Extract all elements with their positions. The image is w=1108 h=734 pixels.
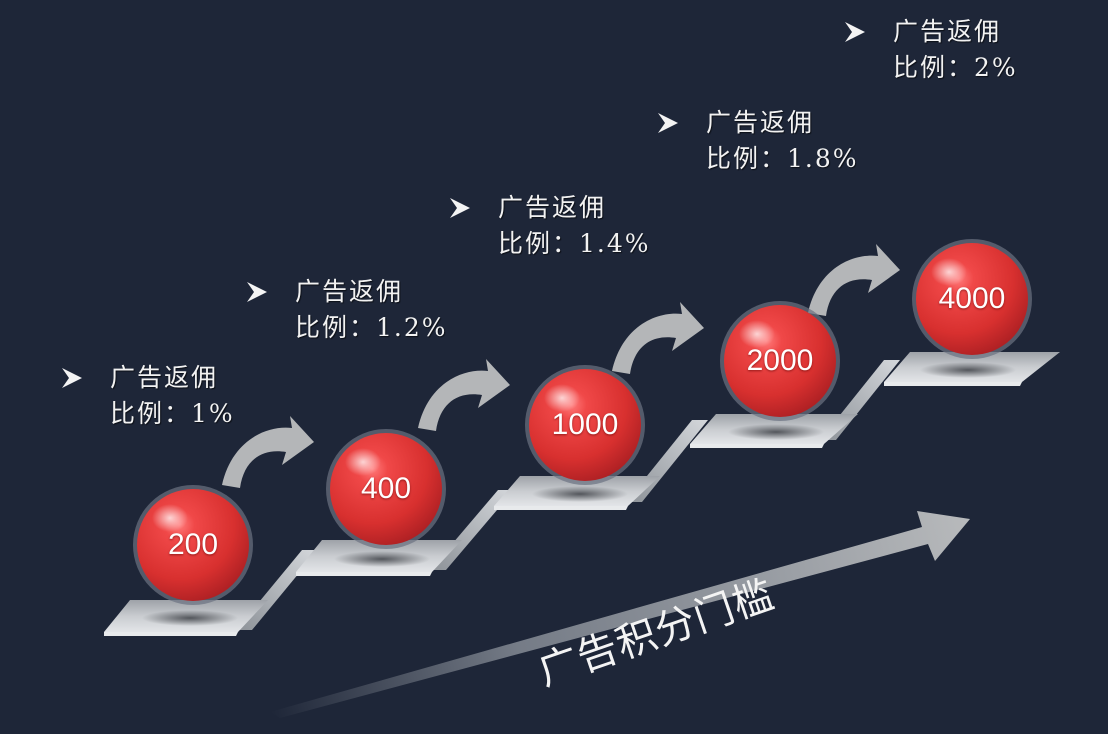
sphere-200 bbox=[133, 485, 253, 605]
label-title: 广告返佣 bbox=[110, 363, 219, 392]
threshold-value: 1000 bbox=[551, 408, 619, 441]
commission-label-2: 广告返佣 比例：1.2% bbox=[247, 274, 448, 346]
arrowhead-bullet-icon bbox=[845, 22, 865, 42]
threshold-value: 400 bbox=[360, 472, 412, 505]
sphere-400 bbox=[326, 429, 446, 549]
arrowhead-bullet-icon bbox=[62, 368, 82, 388]
label-ratio: 比例：1.4% bbox=[498, 229, 651, 258]
sphere-1000 bbox=[525, 365, 645, 485]
label-ratio: 比例：2% bbox=[893, 53, 1018, 82]
sphere-2000 bbox=[720, 301, 840, 421]
threshold-value: 2000 bbox=[746, 344, 814, 377]
sphere-4000 bbox=[912, 239, 1032, 359]
label-title: 广告返佣 bbox=[498, 193, 607, 222]
label-ratio: 比例：1.8% bbox=[706, 144, 859, 173]
arrowhead-bullet-icon bbox=[247, 282, 267, 302]
curved-arrow-icon bbox=[418, 359, 510, 431]
curved-arrow-icon bbox=[808, 244, 900, 316]
label-ratio: 比例：1% bbox=[110, 399, 235, 428]
commission-label-5: 广告返佣 比例：2% bbox=[845, 14, 1018, 86]
arrowhead-bullet-icon bbox=[658, 113, 678, 133]
threshold-value: 200 bbox=[167, 528, 219, 561]
label-title: 广告返佣 bbox=[295, 277, 404, 306]
spheres bbox=[133, 239, 1032, 605]
commission-label-1: 广告返佣 比例：1% bbox=[62, 360, 235, 432]
curved-arrow-icon bbox=[222, 416, 314, 488]
label-title: 广告返佣 bbox=[706, 108, 815, 137]
curved-arrow-icon bbox=[612, 302, 704, 374]
staircase bbox=[104, 352, 1060, 636]
commission-label-4: 广告返佣 比例：1.8% bbox=[658, 105, 859, 177]
commission-label-3: 广告返佣 比例：1.4% bbox=[450, 190, 651, 262]
label-title: 广告返佣 bbox=[893, 17, 1002, 46]
threshold-value: 4000 bbox=[938, 282, 1006, 315]
arrowhead-bullet-icon bbox=[450, 198, 470, 218]
curved-arrows bbox=[222, 244, 900, 488]
trend-arrow-icon bbox=[270, 511, 970, 718]
label-ratio: 比例：1.2% bbox=[295, 313, 448, 342]
